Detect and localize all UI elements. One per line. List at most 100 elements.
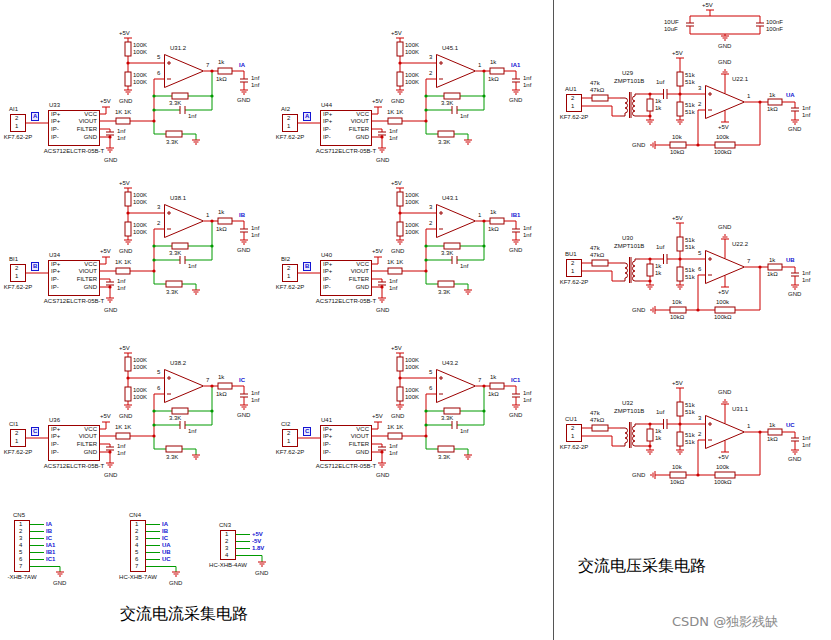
net-label: IC (46, 535, 52, 542)
part-designator: AI2 (281, 106, 290, 113)
opamp-triangle (706, 251, 745, 284)
pin-number: 1 (747, 423, 750, 430)
pin-number: 6 (19, 556, 22, 563)
wire (426, 411, 444, 412)
resistor-symbol (125, 192, 131, 206)
component-value: 1kΩ (767, 436, 778, 443)
component-value: 1nf (460, 263, 468, 270)
resistor-symbol (677, 237, 683, 251)
wire (400, 86, 401, 90)
wire (154, 246, 172, 247)
resistor-symbol (166, 446, 182, 452)
wire (795, 441, 796, 450)
pin-number: 7 (206, 377, 209, 384)
transformer-outline (620, 253, 640, 287)
wire (680, 223, 681, 237)
component-value: 1nf (802, 277, 810, 284)
current-channel-wiring (100, 353, 248, 467)
pin-name: IP- (51, 126, 59, 133)
ground-symbol (651, 474, 652, 476)
junction-dot (648, 257, 651, 260)
pin-number: 2 (135, 528, 138, 535)
junction-dot (648, 422, 651, 425)
wire (426, 271, 438, 284)
component-value: 1nf (117, 450, 125, 457)
ground-symbol (466, 292, 471, 293)
minus-sign (708, 110, 712, 111)
junction-dot (152, 258, 155, 261)
wire (426, 425, 452, 426)
pin-number: 3 (157, 204, 160, 211)
junction-dot (152, 94, 155, 97)
ground-symbol (396, 405, 404, 406)
terminal-connector: AU121KF7.62-2P (566, 94, 582, 112)
ground-symbol (679, 124, 681, 125)
capacitor-plate (106, 282, 114, 283)
junction-dot (482, 244, 485, 247)
component-value: 1nf (802, 112, 810, 119)
resistor-symbol (397, 72, 403, 86)
part-number: -XHB-7AW (7, 574, 36, 581)
wire (128, 353, 129, 357)
opamp-outline (436, 204, 476, 238)
wire (244, 397, 245, 405)
ground-symbol (512, 405, 520, 406)
wire (154, 96, 172, 97)
ground-symbol (512, 90, 520, 91)
voltage-channel-wiring (582, 388, 799, 479)
capacitor-plate (457, 256, 458, 264)
component-value: 100K (405, 42, 419, 49)
current-channel-symbols (380, 42, 504, 139)
pin-name: IP+ (323, 426, 332, 433)
junction-dot (482, 94, 485, 97)
junction-dot (648, 279, 651, 282)
component-value: 1kΩ (216, 76, 227, 83)
pin-name: IP- (51, 449, 59, 456)
capacitor-plate (240, 394, 248, 395)
component-value: 1nf (251, 397, 259, 404)
component-value: 1k (655, 270, 661, 277)
resistor-symbol (592, 95, 608, 101)
wire (182, 284, 196, 290)
part-number: ZMPT101B (614, 243, 644, 250)
component-value: +5V (372, 413, 383, 420)
part-designator: U43.2 (442, 360, 458, 367)
pin-name: IP- (51, 276, 59, 283)
component-value: 51k (685, 72, 695, 79)
phase-tag: C (31, 427, 39, 436)
opamp-outline (705, 85, 745, 119)
component-value: GND (391, 248, 404, 255)
ground-symbol (649, 454, 651, 455)
component-value: 1k (655, 428, 661, 435)
current-channel-symbols (380, 192, 504, 289)
net-label: 1.8V (252, 545, 264, 552)
component-value: GND (376, 307, 389, 314)
current-channel-symbols (108, 357, 232, 454)
wire (504, 71, 516, 79)
junction-dot (678, 257, 681, 260)
pin-number: 2 (571, 95, 574, 102)
capacitor-plate (378, 282, 386, 283)
resistor-symbol (438, 446, 454, 452)
ground-symbol (106, 298, 114, 299)
wire (795, 276, 796, 285)
opamp-outline (164, 54, 204, 88)
junction-dot (152, 423, 155, 426)
component-value: +5V (718, 124, 729, 131)
ground-symbol (514, 242, 519, 243)
pin-number: 3 (19, 535, 22, 542)
part-designator: CN5 (13, 512, 25, 519)
signal-wire (26, 438, 48, 439)
plus-sign (710, 422, 711, 426)
wire (680, 116, 681, 120)
component-value: 1K 1K (115, 109, 131, 116)
ground-symbol (793, 287, 798, 288)
part-designator: U38.2 (170, 360, 186, 367)
component-value: 100K (133, 364, 147, 371)
component-value: 47k (590, 410, 600, 417)
pin-name: GND (84, 284, 97, 291)
wire (426, 436, 438, 449)
pin-number: 2 (15, 430, 18, 437)
ground-symbol (127, 244, 129, 245)
ground-symbol (399, 94, 401, 95)
